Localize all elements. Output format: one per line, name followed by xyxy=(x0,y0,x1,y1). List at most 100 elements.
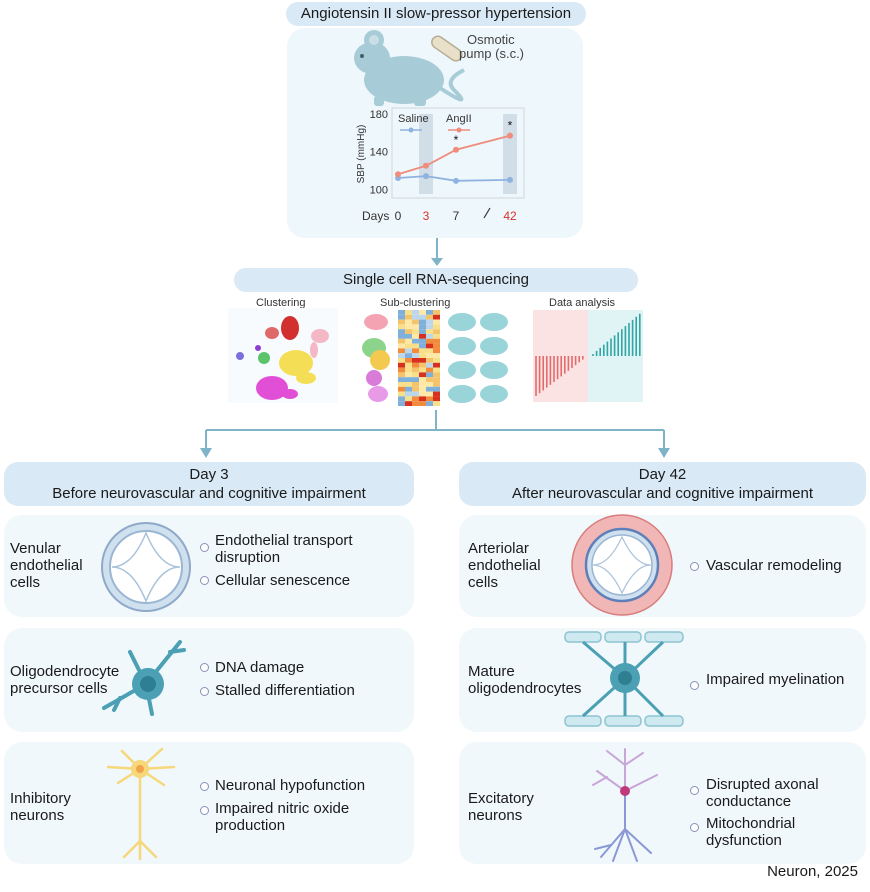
heatmap-cell xyxy=(412,391,419,397)
heatmap-cell xyxy=(433,338,440,344)
heatmap-cell xyxy=(433,324,440,330)
heatmap-cell xyxy=(426,372,433,378)
heatmap-cell xyxy=(433,377,440,382)
heatmap-cell xyxy=(433,334,440,339)
heatmap-cell xyxy=(412,314,419,320)
heatmap-cell xyxy=(419,343,426,349)
heatmap-cell xyxy=(426,310,433,315)
heatmap-cell xyxy=(412,310,419,315)
heatmap-cell xyxy=(412,319,419,325)
heatmap-cell xyxy=(412,367,419,373)
heatmap-cell xyxy=(398,377,405,382)
heatmap-cell xyxy=(412,362,419,368)
heatmap-cell xyxy=(405,334,412,339)
heatmap-cell xyxy=(412,396,419,402)
heatmap-cell xyxy=(398,386,405,392)
heatmap-cell xyxy=(398,329,405,334)
heatmap-cell xyxy=(405,386,412,392)
legend-marker xyxy=(456,127,462,133)
arteriole-icon xyxy=(571,514,673,616)
inhibitory-neuron-icon xyxy=(106,747,176,861)
header-title: Angiotensin II slow-pressor hypertension xyxy=(286,2,586,26)
heatmap-cell xyxy=(412,358,419,363)
heatmap-cell xyxy=(419,358,426,363)
heatmap-cell xyxy=(433,329,440,334)
heatmap-cell xyxy=(398,362,405,368)
opc-point-2: Stalled differentiation xyxy=(215,682,355,699)
y-tick-label: 100 xyxy=(370,184,388,196)
heatmap-cell xyxy=(419,367,426,373)
opc-title: Oligodendrocyte precursor cells xyxy=(10,663,120,697)
heatmap-cell xyxy=(426,377,433,382)
credit-text: Neuron, 2025 xyxy=(767,863,858,880)
heatmap-cell xyxy=(426,367,433,373)
heatmap-cell xyxy=(412,324,419,330)
heatmap-cell xyxy=(419,338,426,344)
heatmap-cell xyxy=(426,358,433,363)
heatmap-cell xyxy=(398,372,405,378)
excitatory-title: Excitatory neurons xyxy=(468,790,534,824)
clustering-umap xyxy=(228,308,338,403)
legend-marker xyxy=(408,127,414,133)
heatmap-cell xyxy=(398,314,405,320)
bullet-dot xyxy=(690,786,699,795)
heatmap-cell xyxy=(419,348,426,354)
heatmap-cell xyxy=(412,353,419,358)
heatmap-cell xyxy=(419,386,426,392)
heatmap-cell xyxy=(426,314,433,320)
series-line xyxy=(397,175,511,182)
heatmap-cell xyxy=(419,377,426,382)
y-axis-label: SBP (mmHg) xyxy=(356,125,367,184)
heatmap-cell xyxy=(398,310,405,315)
mature-title: Mature oligodendrocytes xyxy=(468,663,582,697)
heatmap-cell xyxy=(412,338,419,344)
heatmap-cell xyxy=(405,343,412,349)
heatmap-cell xyxy=(412,343,419,349)
heatmap-cell xyxy=(398,334,405,339)
data-point xyxy=(507,176,513,183)
subclustering-heatmap xyxy=(362,310,508,406)
heatmap-cell xyxy=(433,386,440,392)
heatmap-cell xyxy=(405,314,412,320)
data-point xyxy=(453,146,459,153)
opc-point-1: DNA damage xyxy=(215,659,305,676)
hypertension-panel xyxy=(287,28,583,238)
heatmap-cell xyxy=(398,353,405,358)
heatmap-cell xyxy=(419,401,426,406)
heatmap-cell xyxy=(419,396,426,402)
venular-point-1: Endothelial transport disruption xyxy=(215,532,353,566)
heatmap-cell xyxy=(433,343,440,349)
heatmap-cell xyxy=(405,324,412,330)
heatmap-cell xyxy=(419,362,426,368)
y-tick-label: 140 xyxy=(370,147,388,159)
heatmap-cell xyxy=(398,358,405,363)
heatmap-cell xyxy=(426,334,433,339)
data-point xyxy=(507,132,513,139)
data-point xyxy=(395,171,401,178)
heatmap-cell xyxy=(405,377,412,382)
heatmap-cell xyxy=(426,329,433,334)
venular-point-2: Cellular senescence xyxy=(215,572,351,589)
heatmap-cell xyxy=(412,377,419,382)
heatmap-cell xyxy=(405,329,412,334)
heatmap-cell xyxy=(433,353,440,358)
arteriolar-title: Arteriolar endothelial cells xyxy=(468,540,541,591)
bullet-dot xyxy=(690,681,699,690)
venular-panel xyxy=(4,515,414,617)
venular-title: Venular endothelial cells xyxy=(10,540,83,591)
heatmap-cell xyxy=(426,324,433,330)
heatmap-cell xyxy=(419,310,426,315)
heatmap-cell xyxy=(433,348,440,354)
highlight-band xyxy=(419,114,433,194)
inhibitory-title: Inhibitory neurons xyxy=(10,790,71,824)
heatmap-cell xyxy=(426,382,433,387)
inhibitory-panel xyxy=(4,742,414,864)
inhibitory-point-2: Impaired nitric oxide production xyxy=(215,800,350,834)
inhibitory-point-1: Neuronal hypofunction xyxy=(215,777,366,794)
rnaseq-title: Single cell RNA-sequencing xyxy=(234,268,638,292)
day42-header: Day 42 After neurovascular and cognitive… xyxy=(459,462,866,506)
pump-label: Osmotic pump (s.c.) xyxy=(459,32,525,61)
significance-marker: * xyxy=(508,119,513,133)
heatmap-cell xyxy=(412,382,419,387)
